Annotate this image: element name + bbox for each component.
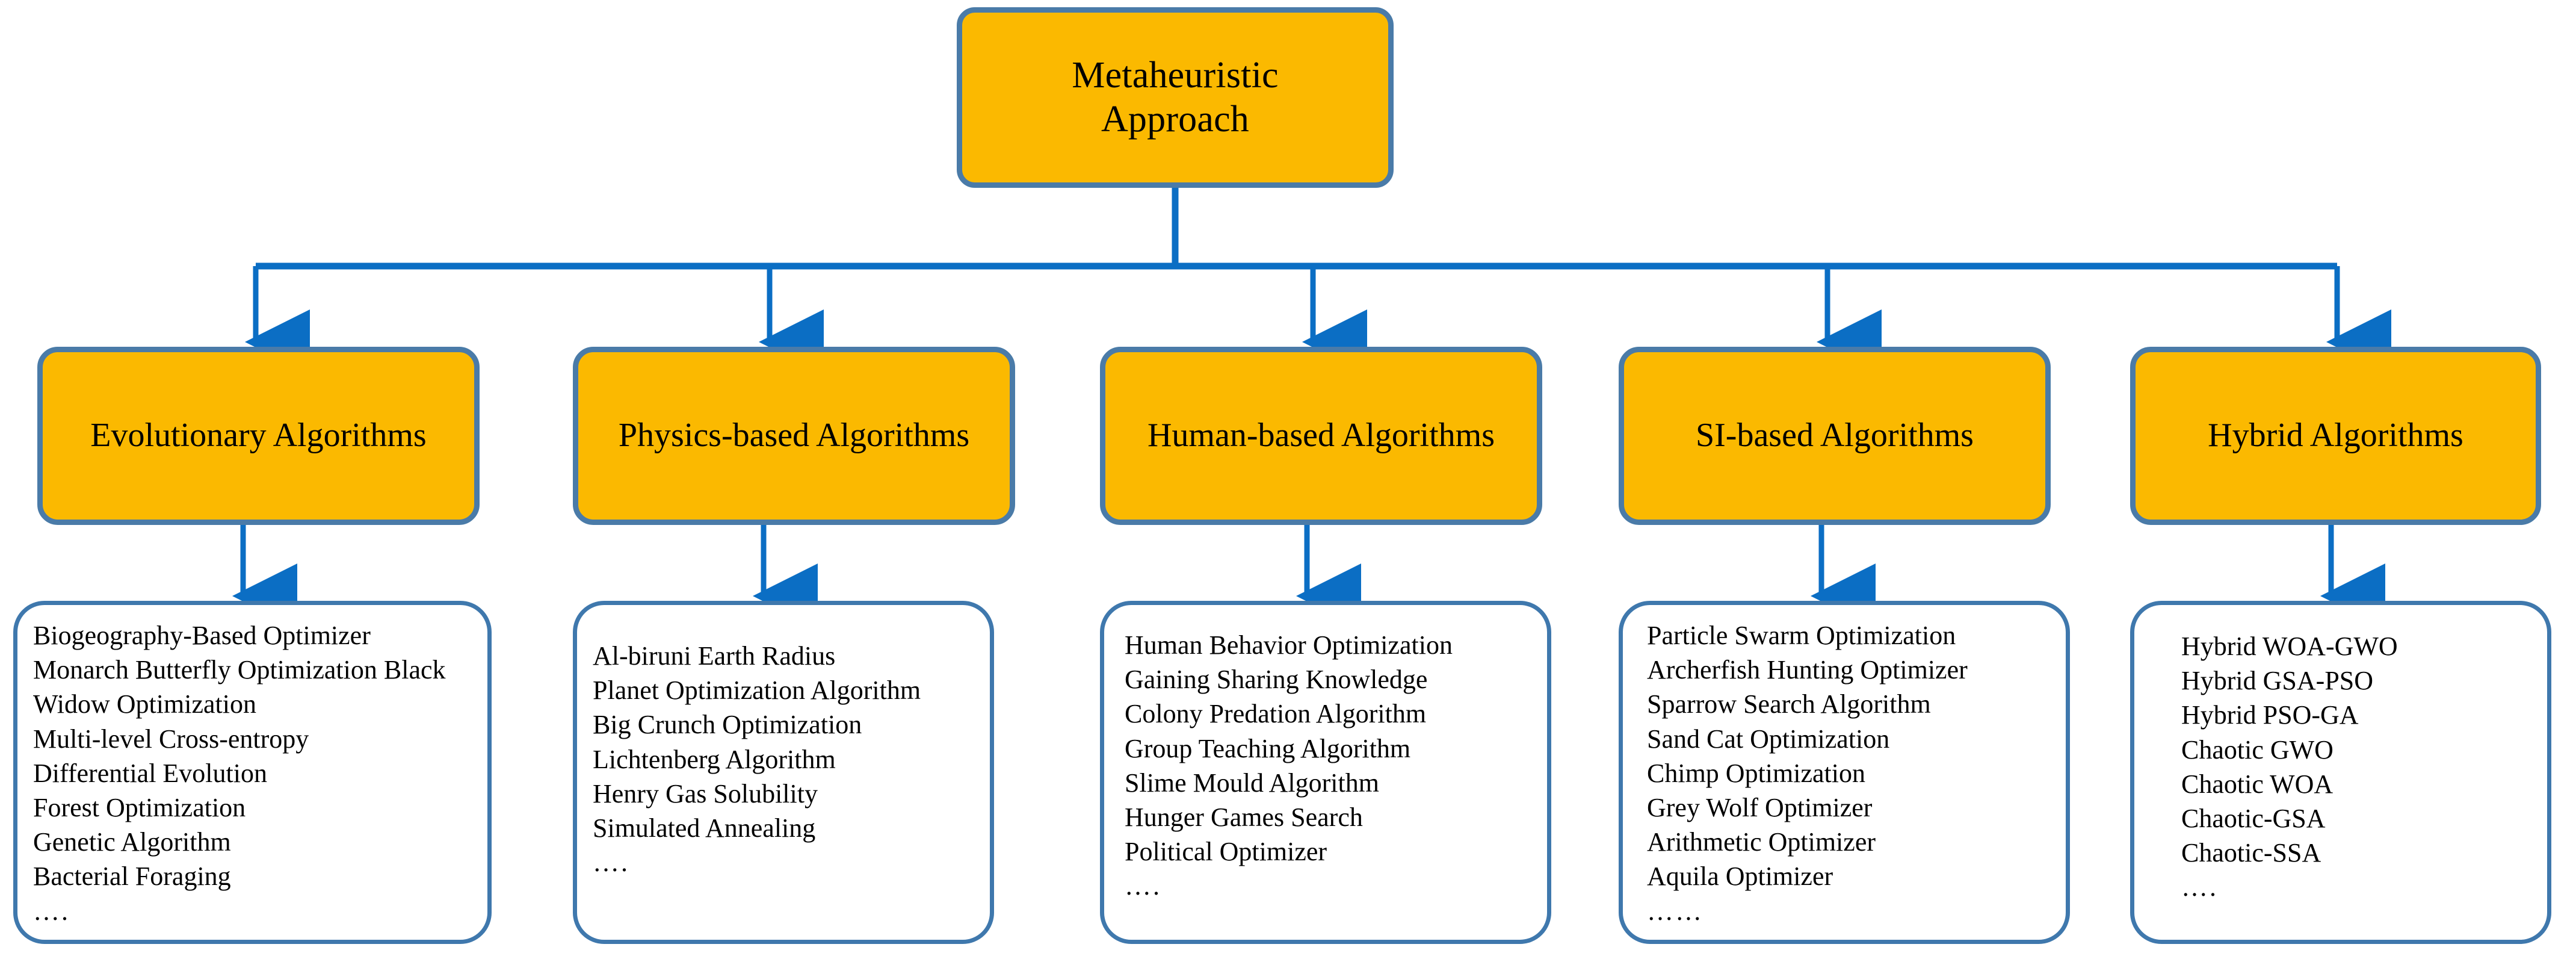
list-item-ellipsis: …. <box>2181 872 2218 902</box>
list-item: Chaotic WOA <box>2181 769 2334 799</box>
node-root-label: Metaheuristic Approach <box>1072 54 1278 141</box>
list-item: Hybrid WOA-GWO <box>2181 632 2398 661</box>
node-category-label: SI-based Algorithms <box>1696 417 1974 455</box>
list-item: Genetic Algorithm <box>33 827 231 857</box>
list-item-ellipsis: …. <box>593 848 629 878</box>
list-item: Henry Gas Solubility <box>593 778 818 809</box>
list-item: Group Teaching Algorithm <box>1125 733 1411 763</box>
list-item: Widow Optimization <box>33 689 256 719</box>
list-item: Bacterial Foraging <box>33 861 231 892</box>
list-item: Chaotic-SSA <box>2181 838 2321 868</box>
list-item: Gaining Sharing Knowledge <box>1125 665 1428 695</box>
node-root-label-line1: Metaheuristic <box>1072 54 1279 96</box>
node-category-label: Human-based Algorithms <box>1147 417 1495 455</box>
node-list-evolutionary[interactable]: Biogeography-Based Optimizer Monarch But… <box>13 601 492 944</box>
node-category-hybrid[interactable]: Hybrid Algorithms <box>2130 347 2541 525</box>
list-item: Differential Evolution <box>33 758 267 788</box>
list-item: Hunger Games Search <box>1125 802 1363 832</box>
list-item: Aquila Optimizer <box>1647 861 1833 892</box>
list-item: Sand Cat Optimization <box>1647 724 1890 754</box>
list-item: Archerfish Hunting Optimizer <box>1647 655 1968 685</box>
list-item: Multi-level Cross-entropy <box>33 724 309 754</box>
node-category-human-based[interactable]: Human-based Algorithms <box>1100 347 1542 525</box>
list-item-ellipsis: …. <box>1125 871 1161 901</box>
algorithm-list: Human Behavior Optimization Gaining Shar… <box>1104 605 1453 904</box>
node-root[interactable]: Metaheuristic Approach <box>957 7 1394 188</box>
list-item: Arithmetic Optimizer <box>1647 827 1876 857</box>
list-item: Forest Optimization <box>33 792 246 822</box>
list-item: Sparrow Search Algorithm <box>1647 689 1931 719</box>
node-list-human-based[interactable]: Human Behavior Optimization Gaining Shar… <box>1100 601 1551 944</box>
list-item: Chaotic-GSA <box>2181 803 2326 833</box>
list-item: Biogeography-Based Optimizer <box>33 621 371 650</box>
node-category-evolutionary[interactable]: Evolutionary Algorithms <box>37 347 480 525</box>
list-item: Lichtenberg Algorithm <box>593 744 836 774</box>
list-item: Chaotic GWO <box>2181 734 2334 765</box>
node-list-si-based[interactable]: Particle Swarm Optimization Archerfish H… <box>1619 601 2070 944</box>
algorithm-list: Particle Swarm Optimization Archerfish H… <box>1623 605 1968 928</box>
list-item: Human Behavior Optimization <box>1125 630 1453 660</box>
list-item-ellipsis: …… <box>1647 896 1703 926</box>
list-item: Hybrid PSO-GA <box>2181 700 2359 730</box>
list-item: Political Optimizer <box>1125 837 1327 867</box>
algorithm-list: Al-biruni Earth Radius Planet Optimizati… <box>577 605 921 880</box>
algorithm-list: Hybrid WOA-GWO Hybrid GSA-PSO Hybrid PSO… <box>2134 605 2398 905</box>
list-item: Chimp Optimization <box>1647 758 1865 788</box>
list-item: Big Crunch Optimization <box>593 710 862 740</box>
node-category-label: Evolutionary Algorithms <box>90 417 427 455</box>
list-item: Particle Swarm Optimization <box>1647 621 1956 650</box>
node-category-si-based[interactable]: SI-based Algorithms <box>1619 347 2051 525</box>
list-item: Slime Mould Algorithm <box>1125 768 1379 798</box>
list-item-ellipsis: …. <box>33 896 70 926</box>
list-item: Planet Optimization Algorithm <box>593 675 921 706</box>
list-item: Simulated Annealing <box>593 813 816 843</box>
node-category-label: Hybrid Algorithms <box>2208 417 2463 455</box>
list-item: Al-biruni Earth Radius <box>593 641 836 671</box>
node-list-physics-based[interactable]: Al-biruni Earth Radius Planet Optimizati… <box>573 601 994 944</box>
node-list-hybrid[interactable]: Hybrid WOA-GWO Hybrid GSA-PSO Hybrid PSO… <box>2130 601 2551 944</box>
list-item: Hybrid GSA-PSO <box>2181 666 2374 696</box>
list-item: Monarch Butterfly Optimization Black <box>33 655 446 685</box>
list-item: Colony Predation Algorithm <box>1125 699 1427 729</box>
node-category-physics-based[interactable]: Physics-based Algorithms <box>573 347 1015 525</box>
node-category-label: Physics-based Algorithms <box>618 417 970 455</box>
list-item: Grey Wolf Optimizer <box>1647 792 1873 822</box>
node-root-label-line2: Approach <box>1101 99 1250 140</box>
algorithm-list: Biogeography-Based Optimizer Monarch But… <box>17 605 446 928</box>
